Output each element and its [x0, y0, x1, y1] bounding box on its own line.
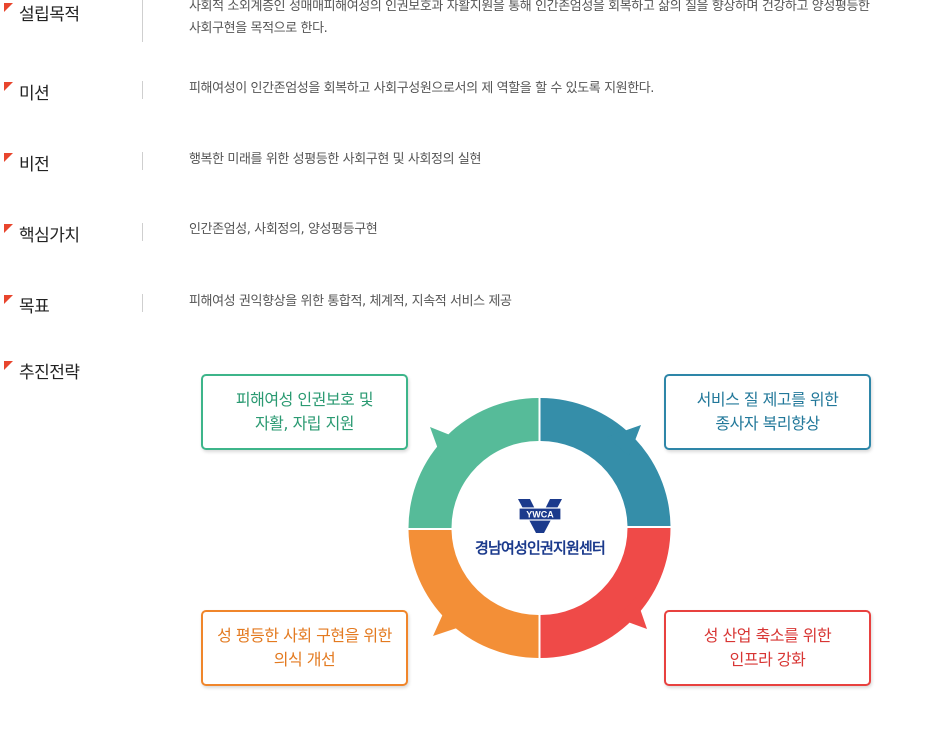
section-label: 추진전략 — [4, 358, 80, 383]
triangle-bullet-icon — [4, 295, 13, 304]
ring-segment-red — [540, 528, 671, 658]
triangle-bullet-icon — [4, 3, 13, 12]
divider — [142, 81, 143, 99]
triangle-bullet-icon — [4, 361, 13, 370]
triangle-bullet-icon — [4, 153, 13, 162]
section-label: 설립목적 — [4, 0, 80, 25]
ring-segment-teal — [540, 398, 671, 526]
section-label: 목표 — [4, 292, 50, 317]
triangle-bullet-icon — [4, 224, 13, 233]
divider — [142, 152, 143, 170]
section-description: 인간존엄성, 사회정의, 양성평등구현 — [189, 222, 378, 237]
section-description: 피해여성이 인간존엄성을 회복하고 사회구성원으로서의 제 역할을 할 수 있도… — [189, 81, 655, 96]
ywca-logo-icon: YWCA — [518, 499, 562, 533]
section-label: 비전 — [4, 150, 50, 175]
section-label: 핵심가치 — [4, 221, 80, 246]
svg-text:YWCA: YWCA — [526, 510, 554, 520]
center-name: 경남여성인권지원센터 — [474, 539, 606, 557]
ring-arrow-red — [617, 597, 647, 629]
section-label: 미션 — [4, 79, 50, 104]
divider — [142, 223, 143, 241]
section-description: 행복한 미래를 위한 성평등한 사회구현 및 사회정의 실현 — [189, 152, 482, 167]
triangle-bullet-icon — [4, 82, 13, 91]
ring-arrow-teal — [607, 425, 641, 456]
ring-segment-orange — [408, 530, 539, 658]
strategy-cycle-diagram — [408, 398, 671, 658]
ring-segment-green — [408, 398, 539, 528]
section-description: 피해여성 권익향상을 위한 통합적, 체계적, 지속적 서비스 제공 — [189, 294, 512, 309]
divider — [142, 294, 143, 312]
section-description: 사회적 소외계층인 성매매피해여성의 인권보호과 자활지원을 통해 인간존엄성을… — [189, 0, 870, 36]
ring-arrow-green — [430, 427, 460, 460]
divider — [142, 0, 143, 42]
ring-arrow-orange — [433, 605, 469, 636]
